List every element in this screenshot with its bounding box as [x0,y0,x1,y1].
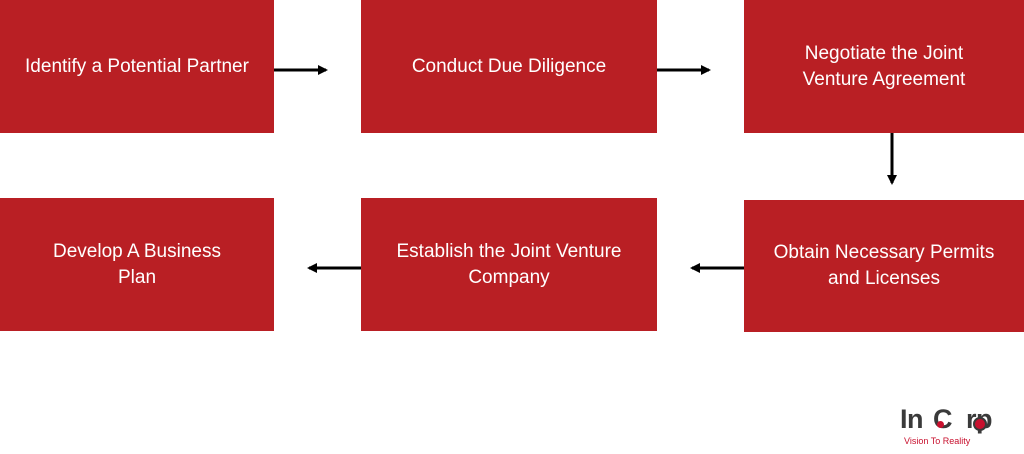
logo-tagline: Vision To Reality [904,436,971,446]
logo-dot-icon [937,421,944,428]
step-label: Establish the Joint Venture Company [396,240,622,288]
step-due-diligence: Conduct Due Diligence [361,0,657,133]
step-label: Obtain Necessary Permits and Licenses [773,242,995,289]
incorp-logo: InCrp Vision To Reality [900,404,1012,448]
globe-icon [973,417,987,431]
step-label: Develop A Business Plan [53,240,221,288]
step-negotiate-agreement: Negotiate the Joint Venture Agreement [744,0,1024,133]
step-obtain-permits: Obtain Necessary Permits and Licenses [744,200,1024,332]
step-identify-partner: Identify a Potential Partner [0,0,274,133]
step-label: Conduct Due Diligence [411,55,607,77]
step-business-plan: Develop A Business Plan [0,198,274,331]
step-label: Identify a Potential Partner [25,55,249,77]
step-label: Negotiate the Joint Venture Agreement [802,42,966,90]
step-establish-company: Establish the Joint Venture Company [361,198,657,331]
